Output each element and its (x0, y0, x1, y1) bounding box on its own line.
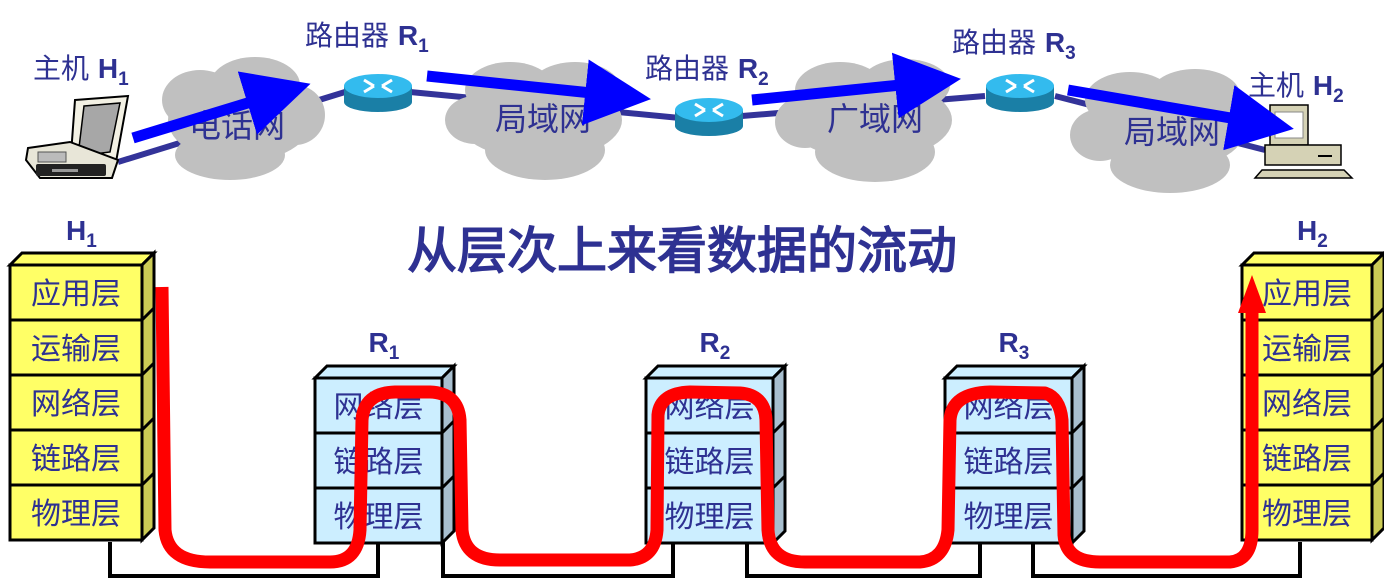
layer-label: 链路层 (665, 445, 755, 480)
host2-label: 主机 H2 (1248, 69, 1344, 107)
laptop-icon (24, 94, 130, 179)
flow-arrows (131, 52, 1294, 151)
network-label-lan-2: 局域网 (1124, 113, 1220, 151)
stack-label: H1 (66, 215, 97, 252)
stack-side-face (771, 362, 787, 547)
wire-r2-r3 (745, 542, 982, 578)
arrow-r1-r2 (426, 59, 651, 126)
stack-label: R1 (369, 327, 400, 364)
router-icon-1 (344, 74, 412, 112)
stack-top-face (941, 364, 1088, 380)
stack-top-face (311, 364, 458, 380)
layer-side-divider (771, 419, 787, 435)
layer-box (8, 428, 144, 487)
layer-side-divider (440, 419, 456, 435)
layer-label: 运输层 (1262, 332, 1352, 367)
wire-h1-r1 (108, 542, 380, 578)
layer-label: 物理层 (964, 500, 1054, 535)
layer-box (313, 431, 444, 490)
layer-label: 链路层 (31, 442, 121, 477)
arrow-r3-h2 (1067, 84, 1294, 151)
router2-label: 路由器 R2 (645, 52, 769, 90)
layer-label: 应用层 (31, 277, 121, 312)
stack-side-face (1370, 250, 1384, 544)
wire-r3-h2 (1031, 542, 1302, 578)
layer-side-divider (1070, 419, 1086, 435)
stack-side-face (1070, 362, 1086, 547)
stack-side-face (140, 249, 156, 544)
layer-label: 链路层 (1262, 442, 1352, 477)
layer-side-divider (1370, 361, 1384, 377)
layer-side-divider (771, 474, 787, 490)
stack-label: R2 (700, 327, 731, 364)
layer-box (1240, 428, 1374, 487)
layer-label: 物理层 (31, 497, 121, 532)
layer-label: 应用层 (1262, 277, 1352, 312)
diagram-title: 从层次上来看数据的流动 (407, 222, 957, 280)
layer-side-divider (1370, 306, 1384, 322)
layer-label: 链路层 (964, 445, 1054, 480)
router-icon-3 (986, 74, 1054, 112)
layer-side-divider (1370, 416, 1384, 432)
layer-label: 物理层 (665, 500, 755, 535)
layer-label: 物理层 (1262, 497, 1352, 532)
stack-top-face (642, 364, 789, 380)
layer-side-divider (140, 306, 156, 322)
desktop-icon (1253, 104, 1354, 179)
layer-label: 物理层 (334, 500, 424, 535)
stack-top-face (6, 251, 158, 267)
layer-side-divider (140, 361, 156, 377)
network-label-wan: 广域网 (827, 100, 923, 138)
layer-label: 网络层 (1262, 387, 1352, 422)
protocol-stacks: 应用层运输层网络层链路层物理层H1网络层链路层物理层R1网络层链路层物理层R2网… (6, 215, 1384, 547)
router1-label: 路由器 R1 (305, 19, 429, 57)
layer-side-divider (140, 471, 156, 487)
data-flow-arrowhead (1238, 275, 1266, 313)
router-icon-2 (675, 98, 743, 136)
layer-side-divider (1070, 474, 1086, 490)
stack-top-face (1238, 251, 1384, 267)
layer-label: 网络层 (31, 387, 121, 422)
layer-side-divider (140, 416, 156, 432)
network-label-lan-1: 局域网 (495, 100, 591, 138)
layer-box (8, 483, 144, 542)
stack-label: R3 (999, 327, 1030, 364)
topology: 电话网 局域网 广域网 局域网 (24, 19, 1354, 193)
layer-box (1240, 483, 1374, 542)
layer-label: 运输层 (31, 332, 121, 367)
arrow-h1-r1 (131, 71, 311, 144)
layer-side-divider (1370, 471, 1384, 487)
physical-wires (108, 542, 1302, 578)
router3-label: 路由器 R3 (952, 26, 1076, 64)
stack-label: H2 (1297, 215, 1328, 252)
layer-side-divider (440, 474, 456, 490)
host1-label: 主机 H1 (33, 52, 129, 90)
wire-r1-r2 (441, 542, 675, 578)
data-flow-path (155, 286, 1259, 569)
layer-label: 链路层 (334, 445, 424, 480)
arrow-r2-r3 (751, 52, 961, 119)
